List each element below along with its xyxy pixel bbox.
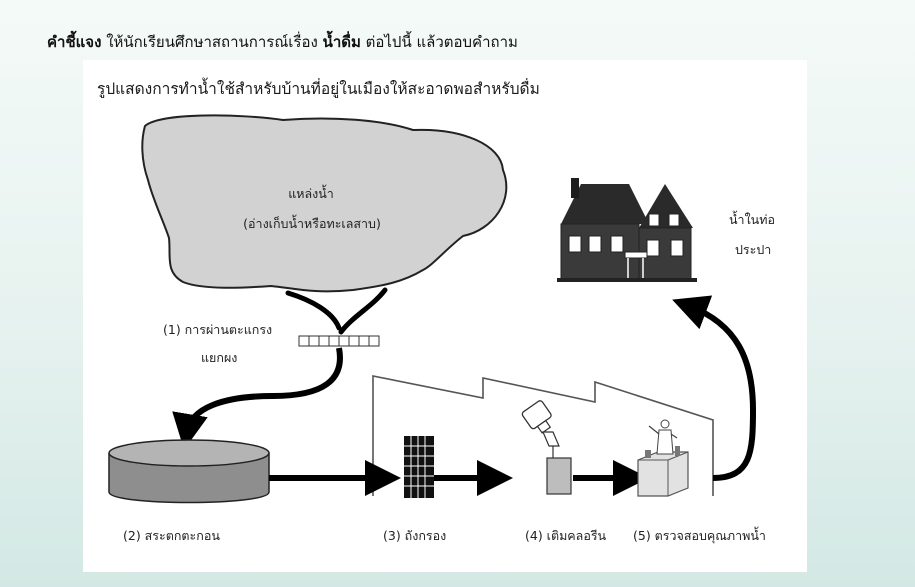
step1-label-line2: แยกผง (201, 350, 238, 365)
house-label-line2: ประปา (735, 242, 772, 257)
instruction-text: คำชี้แจง ให้นักเรียนศึกษาสถานการณ์เรื่อง… (47, 30, 518, 54)
water-source-sublabel: (อ่างเก็บน้ำหรือทะเลสาบ) (231, 214, 393, 234)
water-source-cloud (141, 114, 508, 293)
instruction-topic: น้ำดื่ม (322, 33, 361, 51)
step1-label-line1: (1) การผ่านตะแกรง (163, 322, 273, 337)
arrow-inspection-to-house (672, 295, 757, 481)
water-source-label-line2: (อ่างเก็บน้ำหรือทะเลสาบ) (243, 216, 381, 231)
house-icon (557, 178, 697, 282)
step2-label: (2) สระตกตะกอน (123, 528, 220, 543)
inspection-station-icon (637, 419, 689, 497)
filter-tank-icon (404, 436, 434, 498)
house-label-line1: น้ำในท่อ (729, 212, 775, 227)
water-source-label: แหล่งน้ำ (251, 184, 371, 204)
step4-label: (4) เติมคลอรีน (525, 528, 607, 543)
water-source-label-line1: แหล่งน้ำ (288, 186, 334, 201)
instruction-text-part1: ให้นักเรียนศึกษาสถานการณ์เรื่อง (101, 33, 323, 51)
instruction-text-part2: ต่อไปนี้ แล้วตอบคำถาม (360, 33, 518, 51)
instruction-lead: คำชี้แจง (47, 33, 102, 51)
diagram-panel: รูปแสดงการทำน้ำใช้สำหรับบ้านที่อยู่ในเมื… (83, 60, 807, 572)
step3-label: (3) ถังกรอง (383, 528, 447, 543)
step5-label: (5) ตรวจสอบคุณภาพน้ำ (633, 528, 766, 543)
water-treatment-diagram (108, 114, 757, 504)
funnel-right (338, 287, 388, 335)
settling-pond-icon (108, 439, 270, 504)
diagram-title: รูปแสดงการทำน้ำใช้สำหรับบ้านที่อยู่ในเมื… (97, 80, 540, 98)
funnel-left (285, 290, 342, 331)
screen-grid-icon (298, 335, 380, 347)
arrow-screen-to-pond (172, 347, 343, 450)
chlorine-dispenser-icon (521, 400, 572, 495)
